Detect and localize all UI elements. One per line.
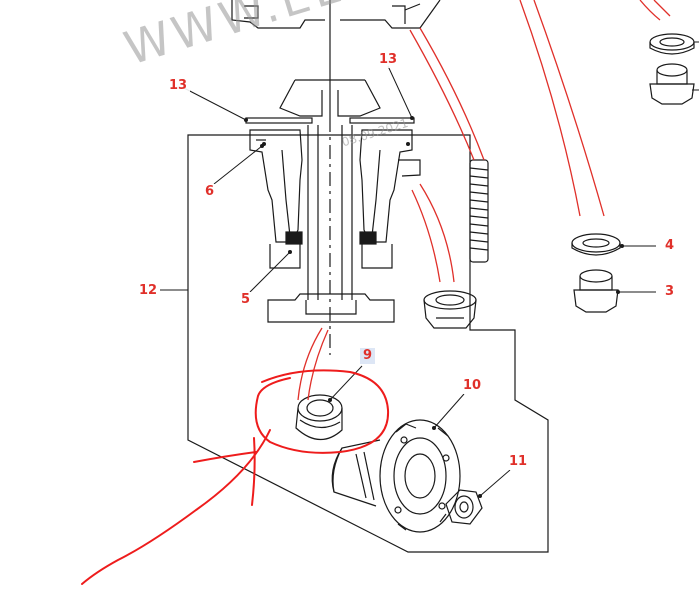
assembly-frame: [187, 134, 549, 553]
callout-5[interactable]: 5: [238, 292, 254, 308]
callout-11[interactable]: 11: [506, 454, 531, 470]
callout-9[interactable]: 9: [360, 348, 376, 364]
hub-10: [331, 419, 461, 533]
knuckle-left: [249, 125, 319, 300]
callout-6[interactable]: 6: [202, 184, 218, 200]
red-connector-lines: [297, 0, 671, 401]
callout-13-right[interactable]: 13: [376, 52, 401, 68]
knuckle-right: [341, 125, 421, 300]
hub-flange: [267, 293, 395, 323]
callout-4[interactable]: 4: [662, 238, 678, 254]
callout-13-left[interactable]: 13: [166, 78, 191, 94]
washer-4: [571, 233, 621, 256]
plug-top-right: [649, 63, 695, 105]
knuckle-cone: [279, 79, 381, 117]
hand-drawn-annotation: [81, 369, 390, 585]
plug-3: [573, 269, 619, 313]
callout-10[interactable]: 10: [460, 378, 485, 394]
callout-12[interactable]: 12: [136, 283, 161, 299]
callout-3[interactable]: 3: [662, 284, 678, 300]
bushing-9: [295, 394, 343, 441]
seal-part: [269, 231, 393, 269]
leader-lines: [160, 41, 699, 497]
stud-bolt: [469, 159, 489, 263]
nut-part: [423, 290, 477, 329]
washer-top-right: [649, 33, 695, 55]
upper-housing: [231, 0, 441, 29]
leader-dots: [244, 116, 624, 498]
nut-11: [445, 489, 483, 525]
